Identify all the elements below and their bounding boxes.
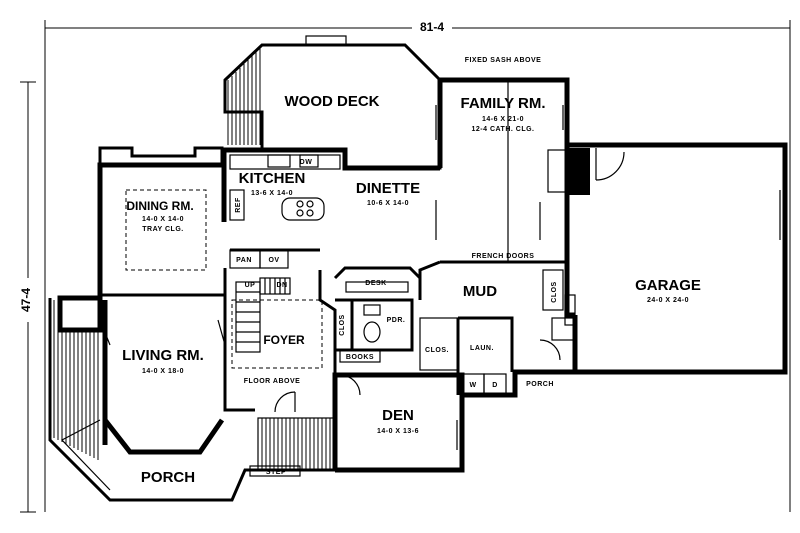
french-doors-label: FRENCH DOORS <box>472 253 535 260</box>
windows <box>99 105 568 346</box>
books-label: BOOKS <box>346 354 374 361</box>
washer-label: W <box>469 382 476 389</box>
width-dimension: 81-4 <box>420 20 444 34</box>
den-label: DEN <box>382 407 414 424</box>
front-porch-label: PORCH <box>141 469 195 486</box>
wood-deck-label: WOOD DECK <box>285 93 380 110</box>
garage-label: GARAGE <box>635 277 701 294</box>
dishwasher-label: DW <box>300 159 313 166</box>
family-room-label: FAMILY RM. <box>460 95 545 112</box>
porch-decking <box>53 300 111 491</box>
garage-size: 24-0 X 24-0 <box>647 297 689 304</box>
dryer-label: D <box>492 382 498 389</box>
stairs-down-label: DN <box>276 282 287 289</box>
dinette-size: 10-6 X 14-0 <box>367 200 409 207</box>
dinette-label: DINETTE <box>356 180 420 197</box>
depth-dimension: 47-4 <box>19 288 33 312</box>
labels: WOOD DECK FIXED SASH ABOVE FAMILY RM. 14… <box>122 57 701 486</box>
step-label: STEP <box>266 469 286 476</box>
dining-room-size: 14-0 X 14-0 <box>142 216 184 223</box>
interior-walls <box>100 80 786 450</box>
fixed-sash-label: FIXED SASH ABOVE <box>465 57 542 64</box>
tray-ceiling-outline <box>125 189 207 271</box>
floor-above-label: FLOOR ABOVE <box>244 378 301 385</box>
desk-label: DESK <box>365 280 386 287</box>
mud-closet-2-label: CLOS. <box>425 347 449 354</box>
kitchen-cabinets <box>229 154 341 221</box>
dining-room-ceiling: TRAY CLG. <box>142 226 183 233</box>
foyer-closet-label: CLOS <box>339 314 346 335</box>
den-size: 14-0 X 13-6 <box>377 428 419 435</box>
living-room-size: 14-0 X 18-0 <box>142 368 184 375</box>
powder-room-label: PDR. <box>387 317 406 324</box>
family-room-size: 14-6 X 21-0 <box>482 116 524 123</box>
mud-closet-label: CLOS <box>551 281 558 302</box>
dining-room-label: DINING RM. <box>126 199 193 213</box>
oven-label: OV <box>268 257 279 264</box>
refrigerator-label: REF <box>235 197 242 213</box>
pantry-label: PAN <box>236 257 252 264</box>
family-room-ceiling: 12-4 CATH. CLG. <box>472 126 535 133</box>
dimension-lines <box>20 20 791 513</box>
side-porch-label: PORCH <box>526 381 554 388</box>
living-room-label: LIVING RM. <box>122 347 204 364</box>
kitchen-size: 13-6 X 14-0 <box>251 190 293 197</box>
laundry-label: LAUN. <box>470 345 494 352</box>
stairs-up-label: UP <box>245 282 256 289</box>
kitchen-label: KITCHEN <box>239 170 306 187</box>
mud-room-label: MUD <box>463 283 497 300</box>
front-steps <box>249 417 337 477</box>
foyer-label: FOYER <box>263 333 305 347</box>
